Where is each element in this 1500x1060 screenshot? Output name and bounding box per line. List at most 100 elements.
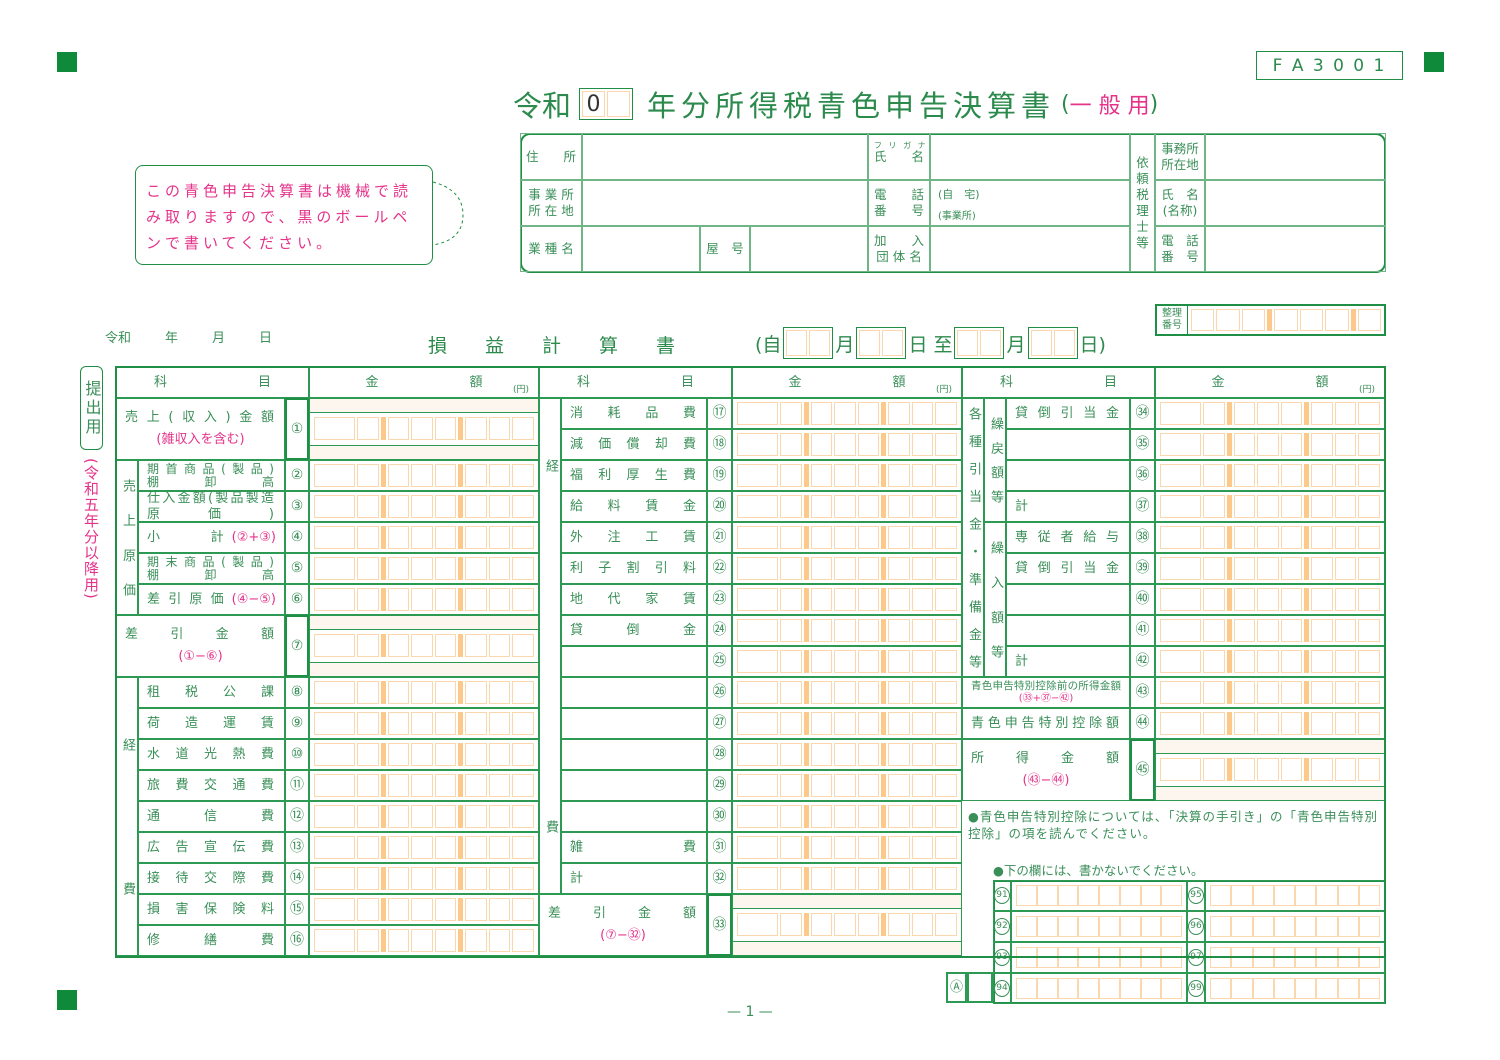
amount-input[interactable]	[314, 836, 535, 859]
amount-cell	[309, 553, 539, 584]
amount-cell	[309, 522, 539, 553]
amount-input[interactable]	[737, 495, 958, 518]
amount-input[interactable]	[737, 526, 958, 549]
amount-cell	[732, 460, 962, 491]
amount-input[interactable]	[737, 836, 958, 859]
year-digit	[607, 91, 631, 117]
row-group-label: 繰入額等	[984, 522, 1006, 677]
amount-input[interactable]	[1160, 495, 1381, 518]
amount-input[interactable]	[737, 557, 958, 580]
amount-input[interactable]	[314, 743, 535, 766]
page-title: 令和 0 年分所得税青色申告決算書 ( 一 般 用 )	[513, 84, 1158, 124]
amount-input[interactable]	[314, 774, 535, 797]
amount-input[interactable]	[1160, 619, 1381, 642]
row-label-text: 消耗品費	[570, 405, 698, 421]
shop-name-label: 屋 号	[700, 226, 750, 272]
office-use-digit-box	[1036, 947, 1058, 968]
office-use-marker-field[interactable]	[967, 972, 993, 1003]
office-use-digit-box	[1161, 916, 1182, 937]
row-label	[561, 677, 707, 708]
amount-input[interactable]	[1160, 464, 1381, 487]
amount-input[interactable]	[737, 402, 958, 425]
row-label-text: 売上(収入)金額	[125, 410, 276, 426]
header-subject: 科 目	[962, 367, 1155, 398]
amount-input[interactable]	[1160, 650, 1381, 673]
amount-input[interactable]	[1160, 588, 1381, 611]
amount-input[interactable]	[1160, 712, 1381, 735]
phone-field[interactable]	[930, 180, 1130, 226]
address-field[interactable]	[582, 133, 868, 180]
row-label-text: 小 計	[147, 529, 226, 545]
amount-input[interactable]	[737, 650, 958, 673]
accountant-office-field[interactable]	[1205, 133, 1386, 180]
row-label-wrap: 仕入金額(製品製造原価)	[139, 491, 284, 522]
to-month-field[interactable]	[954, 327, 1005, 359]
amount-input[interactable]	[314, 805, 535, 828]
phone-label: 電 話 番 号	[868, 180, 930, 226]
office-address-field[interactable]	[582, 180, 868, 226]
amount-input[interactable]	[314, 867, 535, 890]
amount-input[interactable]	[1160, 402, 1381, 425]
amount-input[interactable]	[314, 526, 535, 549]
header-subject: 科 目	[116, 367, 309, 398]
amount-input[interactable]	[1160, 433, 1381, 456]
amount-input[interactable]	[1160, 758, 1381, 781]
row-label-wrap: 地代家賃	[562, 592, 706, 608]
office-use-field[interactable]	[1205, 942, 1385, 973]
office-use-field[interactable]	[1205, 973, 1385, 1004]
amount-input[interactable]	[737, 588, 958, 611]
amount-input[interactable]	[737, 805, 958, 828]
to-day-field[interactable]	[1027, 327, 1078, 359]
amount-input[interactable]	[737, 464, 958, 487]
row-label: 旅費交通費	[138, 770, 285, 801]
office-use-field[interactable]	[1205, 911, 1385, 942]
amount-input[interactable]	[737, 867, 958, 890]
amount-input[interactable]	[314, 681, 535, 704]
association-field[interactable]	[930, 226, 1130, 272]
amount-input[interactable]	[737, 433, 958, 456]
office-use-field[interactable]	[1011, 942, 1187, 973]
office-use-field[interactable]	[1205, 880, 1385, 911]
office-use-field[interactable]	[1011, 880, 1187, 911]
amount-input[interactable]	[314, 588, 535, 611]
amount-input[interactable]	[314, 495, 535, 518]
amount-input[interactable]	[737, 681, 958, 704]
amount-input[interactable]	[314, 929, 535, 952]
row-formula: (雑収入を含む)	[156, 432, 245, 447]
amount-input[interactable]	[1160, 526, 1381, 549]
amount-input[interactable]	[314, 898, 535, 921]
notice-dashed-arc	[433, 181, 464, 246]
from-day-field[interactable]	[856, 327, 907, 359]
office-use-number-text: 96	[1188, 918, 1204, 935]
amount-input[interactable]	[1160, 681, 1381, 704]
office-use-field[interactable]	[1011, 911, 1187, 942]
accountant-name-field[interactable]	[1205, 180, 1386, 226]
amount-input[interactable]	[737, 619, 958, 642]
office-use-digit-box	[1119, 885, 1141, 906]
reference-number-field[interactable]	[1188, 306, 1384, 334]
accountant-phone-field[interactable]	[1205, 226, 1386, 272]
address-label: 住 所	[520, 133, 582, 180]
amount-input[interactable]	[737, 774, 958, 797]
office-use-digit-box	[1252, 947, 1274, 968]
office-use-digit-box	[1078, 978, 1099, 999]
amount-input[interactable]	[314, 712, 535, 735]
amount-input[interactable]	[314, 464, 535, 487]
amount-input[interactable]	[1160, 557, 1381, 580]
shop-name-field[interactable]	[750, 226, 868, 272]
office-use-field[interactable]	[1011, 973, 1187, 1004]
amount-input[interactable]	[314, 557, 535, 580]
name-field[interactable]	[930, 133, 1130, 180]
row-formula: (㊸−㊹)	[1022, 773, 1070, 788]
amount-input[interactable]	[737, 913, 958, 936]
business-type-field[interactable]	[582, 226, 700, 272]
office-use-number: 94	[993, 973, 1011, 1004]
office-use-digit-box	[1316, 885, 1338, 906]
amount-input[interactable]	[737, 712, 958, 735]
amount-input[interactable]	[314, 634, 535, 657]
year-field[interactable]: 0	[579, 88, 634, 120]
from-month-field[interactable]	[783, 327, 834, 359]
amount-input[interactable]	[314, 417, 535, 440]
amount-input[interactable]	[737, 743, 958, 766]
row-label-wrap: 計	[1007, 499, 1129, 515]
